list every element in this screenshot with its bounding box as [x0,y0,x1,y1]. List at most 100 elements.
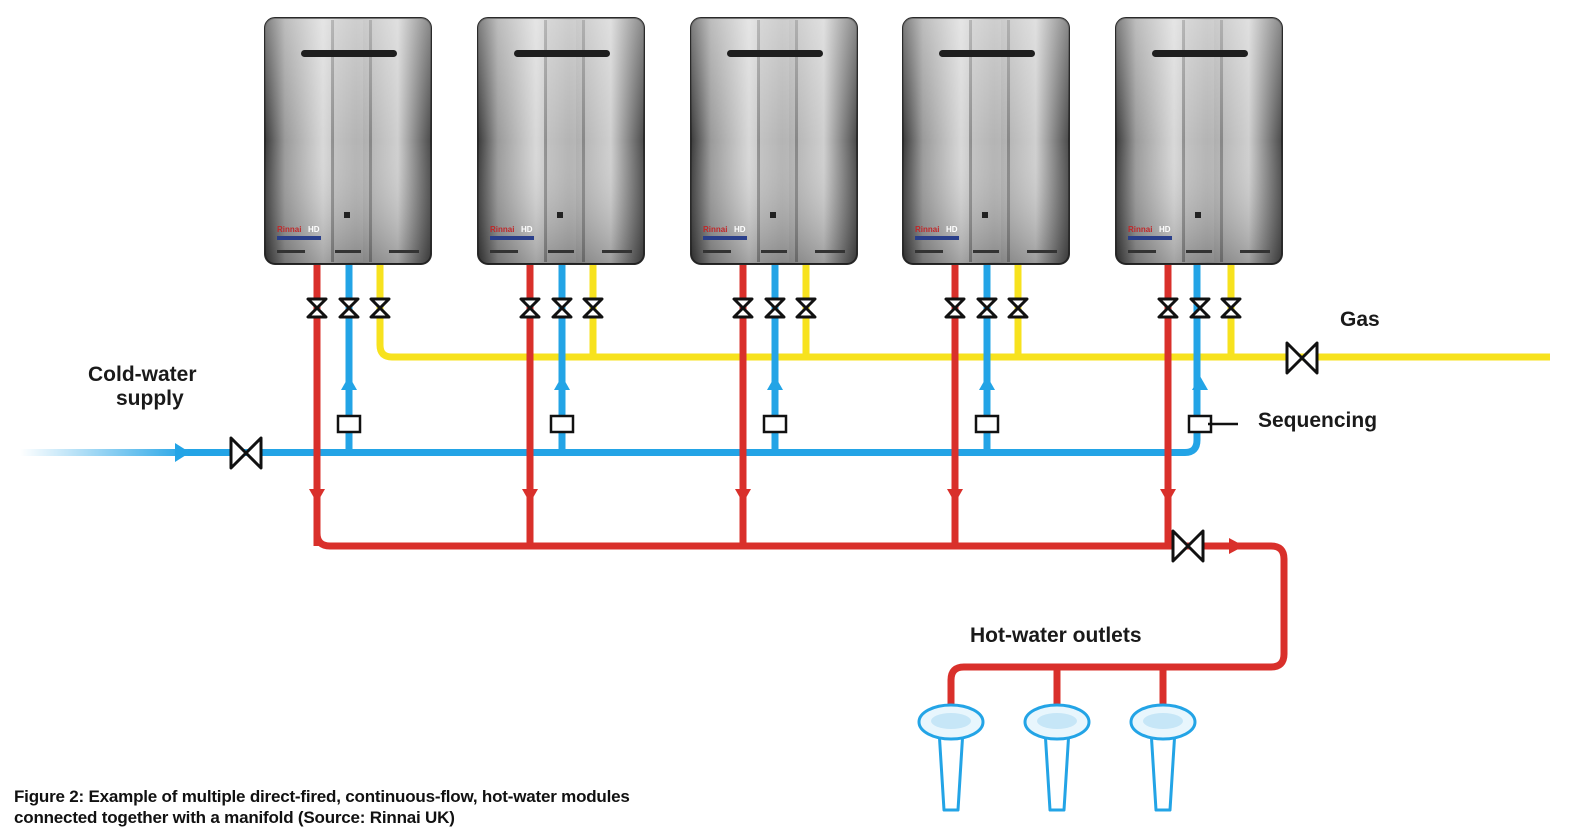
heater-model-badge: HD [521,225,533,234]
sequencing-label: Sequencing [1258,409,1377,432]
heater-model-badge: HD [734,225,746,234]
heater-bottom-vent [973,250,999,253]
pipes-layer [20,265,1550,705]
heater-top-slot [514,50,610,57]
hot-water-outlet [917,703,985,812]
cold-flow-arrow [1192,376,1208,390]
heater-indicator [770,212,776,218]
water-heater-module: Rinnai HD [902,17,1070,265]
hot-flow-arrow [947,489,963,503]
cold-supply-valve [229,436,263,470]
water-heater-module: Rinnai HD [690,17,858,265]
cold-supply-fade [20,449,190,456]
hot-water-outlet [1023,703,1091,812]
isolation-valve-hot [519,297,541,319]
isolation-valve-gas [582,297,604,319]
isolation-valve-cold [551,297,573,319]
hot-water-outlets-label: Hot-water outlets [970,624,1142,647]
heater-top-slot [301,50,397,57]
isolation-valve-hot [944,297,966,319]
isolation-valve-gas [795,297,817,319]
water-heater-module: Rinnai HD [1115,17,1283,265]
hot-water-manifold-pipe [313,500,1288,705]
isolation-valve-hot [1157,297,1179,319]
isolation-valve-hot [732,297,754,319]
cold-flow-arrow [554,376,570,390]
heater-bottom-vent [277,250,305,253]
heater-top-slot [727,50,823,57]
heater-bottom-vent [548,250,574,253]
heater-brand-logo: Rinnai [703,225,727,234]
heater-bottom-vent [1186,250,1212,253]
outlet-spray-plate [931,713,971,729]
isolation-valve-gas [1007,297,1029,319]
heater-indicator [557,212,563,218]
cold-flow-arrow [175,443,190,462]
gas-main-valve [1285,341,1319,375]
isolation-valve-gas [1220,297,1242,319]
isolation-valve-cold [338,297,360,319]
water-heater-module: Rinnai HD [264,17,432,265]
heater-sheen [265,18,431,264]
heater-brand-logo: Rinnai [277,225,301,234]
heater-sheen [903,18,1069,264]
heater-badge-strip [1128,236,1172,240]
heater-bottom-vent [335,250,361,253]
cold-flow-arrow [767,376,783,390]
outlet-spray-plate [1037,713,1077,729]
outlet-handle [937,728,965,812]
heater-bottom-vent [915,250,943,253]
sequencing-device [549,414,575,434]
hot-flow-arrow [735,489,751,503]
cold-flow-arrow [341,376,357,390]
cold-water-main-pipe [188,265,1201,456]
heater-bottom-vent [1128,250,1156,253]
sequencing-device [336,414,362,434]
heater-indicator [344,212,350,218]
heater-sheen [1116,18,1282,264]
heater-model-badge: HD [1159,225,1171,234]
hot-flow-arrow [309,489,325,503]
fittings-layer [229,297,1319,812]
heater-bottom-vent [602,250,632,253]
gas-main-pipe [376,265,1550,361]
heater-bottom-vent [815,250,845,253]
heater-top-slot [939,50,1035,57]
heater-bottom-vent [1240,250,1270,253]
heater-brand-logo: Rinnai [1128,225,1152,234]
hot-flow-arrow [1160,489,1176,503]
sequencing-device [974,414,1000,434]
outlet-spray-plate [1143,713,1183,729]
hot-manifold-valve [1171,529,1205,563]
isolation-valve-cold [976,297,998,319]
cold-water-label-line1: Cold-water [88,363,197,386]
heater-sheen [691,18,857,264]
isolation-valve-cold [1189,297,1211,319]
hot-water-outlet [1129,703,1197,812]
heater-sheen [478,18,644,264]
heater-model-badge: HD [308,225,320,234]
heater-badge-strip [915,236,959,240]
isolation-valve-hot [306,297,328,319]
figure-caption: Figure 2: Example of multiple direct-fir… [14,786,734,828]
outlet-handle [1043,728,1071,812]
heater-bottom-vent [389,250,419,253]
heater-indicator [1195,212,1201,218]
hot-flow-arrow [522,489,538,503]
cold-flow-arrow [979,376,995,390]
cold-water-label-line2: supply [116,387,184,410]
heater-badge-strip [703,236,747,240]
isolation-valve-gas [369,297,391,319]
heater-top-slot [1152,50,1248,57]
isolation-valve-cold [764,297,786,319]
heater-model-badge: HD [946,225,958,234]
heater-bottom-vent [1027,250,1057,253]
heater-badge-strip [490,236,534,240]
sequencing-device [762,414,788,434]
heater-bottom-vent [761,250,787,253]
heater-brand-logo: Rinnai [915,225,939,234]
heater-indicator [982,212,988,218]
